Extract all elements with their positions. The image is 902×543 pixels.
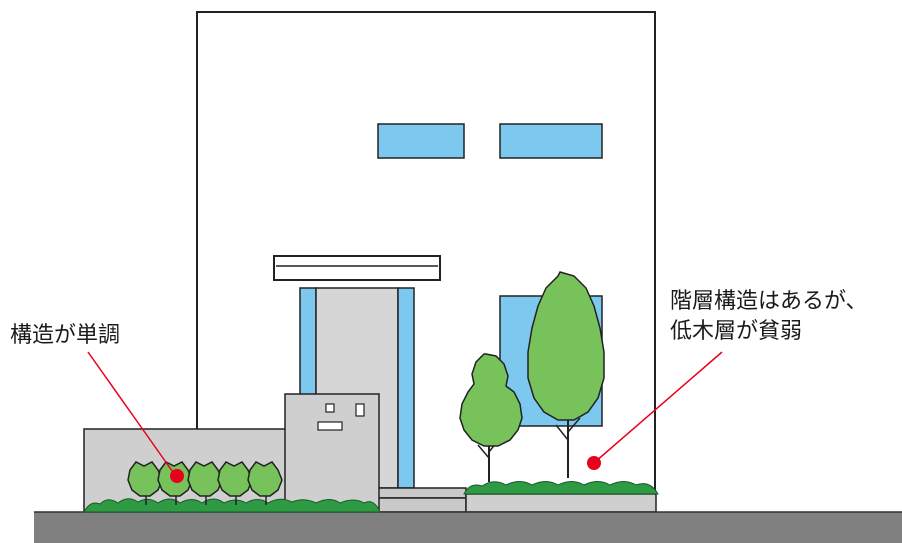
annotation-left: 構造が単調 — [10, 323, 121, 348]
marker-left — [170, 469, 184, 483]
upper-window-left — [377, 123, 465, 159]
shrub-5 — [247, 461, 283, 497]
door-canopy — [273, 255, 441, 281]
leader-line-left — [87, 351, 176, 476]
ground — [34, 512, 902, 543]
step-lower — [377, 497, 467, 513]
pillar-light-left — [325, 403, 335, 413]
step-upper — [377, 487, 467, 499]
ground-cover-right — [463, 481, 659, 495]
planter-box — [465, 493, 657, 513]
annotation-right-line1: 階層構造はあるが、 — [670, 289, 868, 314]
ground-cover-left — [83, 498, 381, 513]
annotation-right-line2: 低木層が貧弱 — [670, 319, 803, 344]
pillar-light-right — [355, 403, 365, 417]
marker-right — [587, 456, 601, 470]
door-sidelight-right — [397, 287, 415, 489]
mailbox-slot — [317, 421, 343, 431]
leader-line-right — [594, 351, 723, 463]
tall-tree — [527, 271, 605, 478]
upper-window-right — [499, 123, 603, 159]
small-tree — [459, 353, 523, 482]
